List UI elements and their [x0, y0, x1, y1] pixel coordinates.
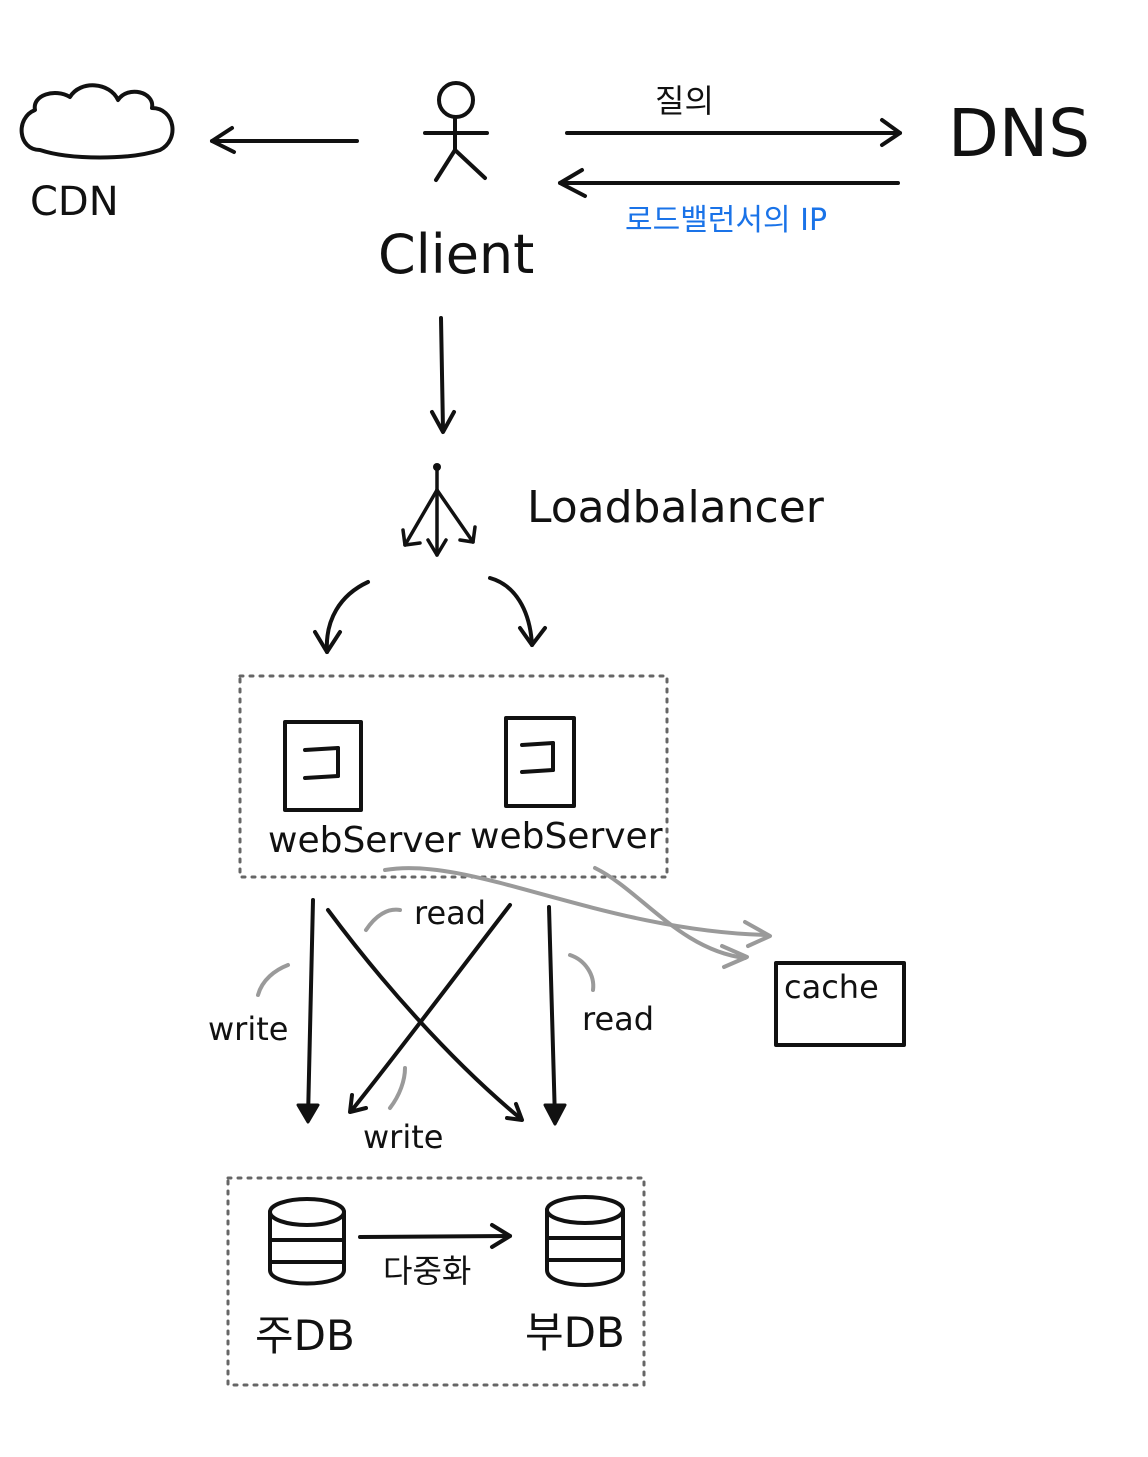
- webserver-2-to-primary-db-arrow: [348, 903, 512, 1114]
- webserver-to-cache-arrows: [383, 866, 772, 969]
- db-group-box: [226, 1176, 646, 1387]
- webserver-2-to-replica-db-arrow: [543, 905, 567, 1126]
- client-to-lb-arrow: [430, 316, 456, 434]
- read-2-indicator: [568, 953, 596, 992]
- lb-to-webserver-2-arrow: [488, 576, 547, 647]
- load-balancer-icon: [401, 463, 477, 557]
- load-balancer-label: Loadbalancer: [527, 482, 825, 533]
- webserver-1-icon: [283, 720, 363, 812]
- webserver-2-icon: [504, 716, 576, 808]
- webserver-1-to-primary-db-arrow: [296, 898, 320, 1124]
- client-to-dns-arrow: [565, 118, 902, 147]
- write-1-label: write: [208, 1010, 288, 1048]
- cdn-label: CDN: [30, 179, 119, 225]
- cache-label: cache: [784, 968, 879, 1006]
- cache-box: [774, 961, 906, 1047]
- write-2-label: write: [363, 1118, 443, 1156]
- write-1-indicator: [256, 963, 290, 997]
- cdn-cloud-icon: [19, 83, 175, 160]
- webserver-2-label: webServer: [470, 816, 663, 857]
- webserver-group-box: [238, 674, 669, 879]
- primary-db-icon: [268, 1197, 346, 1286]
- replica-db-icon: [545, 1195, 625, 1287]
- client-label: Client: [378, 223, 534, 286]
- dns-to-client-arrow: [558, 168, 900, 198]
- lb-to-webserver-1-arrow: [313, 580, 370, 654]
- webserver-1-label: webServer: [268, 820, 461, 861]
- read-1-indicator: [364, 907, 402, 932]
- dns-label: DNS: [948, 95, 1090, 172]
- replication-arrow: [358, 1223, 512, 1249]
- primary-db-label: 주DB: [255, 1311, 355, 1360]
- client-user-icon: [423, 81, 489, 182]
- webserver-1-to-replica-db-arrow: [326, 908, 524, 1122]
- read-2-label: read: [582, 1000, 654, 1038]
- read-1-label: read: [414, 894, 486, 932]
- replication-label: 다중화: [383, 1252, 471, 1290]
- query-label: 질의: [655, 82, 714, 120]
- load-balancer-ip-label: 로드밸런서의 IP: [625, 203, 827, 238]
- client-to-cdn-arrow: [210, 126, 359, 154]
- replica-db-label: 부DB: [525, 1308, 625, 1357]
- write-2-indicator: [388, 1066, 407, 1110]
